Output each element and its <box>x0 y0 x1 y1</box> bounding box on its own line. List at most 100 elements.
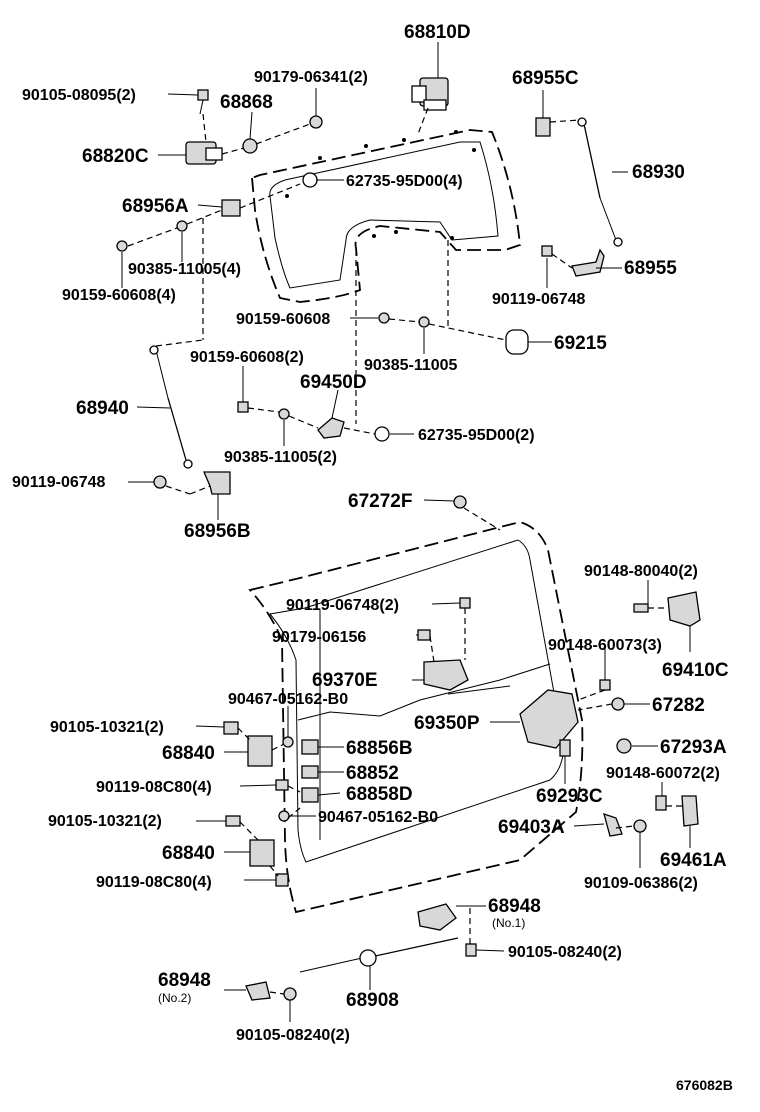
label-68856B: 68856B <box>346 738 413 759</box>
nut-90179-06341-part <box>309 115 323 129</box>
label-68908: 68908 <box>346 990 399 1011</box>
label-62735-4: 62735-95D00(4) <box>346 173 463 190</box>
label-68948-1-sub: (No.1) <box>492 916 525 930</box>
label-90159-4: 90159-60608(4) <box>62 287 176 304</box>
label-68948-1: 68948 <box>488 896 541 917</box>
label-68948-2: 68948 <box>158 970 211 991</box>
label-62735-2: 62735-95D00(2) <box>418 427 535 444</box>
leader-lines <box>121 42 691 1022</box>
label-68820C: 68820C <box>82 146 149 167</box>
bolt-90119-upper-part <box>541 245 553 257</box>
hinge-68840-a-part <box>247 735 273 767</box>
nut-90179-06156-part <box>417 629 431 641</box>
cushion-67282-part <box>611 697 625 711</box>
label-68858D: 68858D <box>346 784 413 805</box>
label-90105-08240-b: 90105-08240(2) <box>236 1027 350 1044</box>
label-69461A: 69461A <box>660 850 727 871</box>
dashed-connections <box>127 107 682 995</box>
label-90105-10321-b: 90105-10321(2) <box>48 813 162 830</box>
bolt-90119-08C80-a-part <box>275 779 289 791</box>
footer-code: 676082B <box>676 1077 733 1093</box>
label-90119-06748-2: 90119-06748(2) <box>286 597 399 614</box>
damper-68908-part <box>299 957 363 973</box>
label-90385-single: 90385-11005 <box>364 357 458 374</box>
label-68940: 68940 <box>76 398 129 419</box>
label-69215: 69215 <box>554 333 607 354</box>
label-68840-a: 68840 <box>162 743 215 764</box>
label-90179-06156: 90179-06156 <box>272 629 366 646</box>
cushion-62735-lower-part <box>374 426 390 442</box>
label-90159-2: 90159-60608(2) <box>190 349 304 366</box>
label-69350P: 69350P <box>414 713 480 734</box>
bracket-68956A-part <box>221 199 241 217</box>
rod-69370E-part <box>447 685 511 695</box>
cushion-68852-part <box>301 765 319 779</box>
bolt-90105-10321-b-part <box>225 815 241 827</box>
bracket-68948-2-part <box>245 981 271 1001</box>
bolt-90159-single-part <box>378 312 390 324</box>
bolt-90159-two-part <box>237 401 249 413</box>
cap-69215-part <box>505 329 529 355</box>
label-90105-08095: 90105-08095(2) <box>22 87 136 104</box>
clip-90467-a-part <box>282 736 294 748</box>
damper-68908-ring-part <box>359 949 377 967</box>
washer-68868-part <box>242 138 258 154</box>
label-67282: 67282 <box>652 695 705 716</box>
strut-68930-part <box>577 117 623 247</box>
label-69410C: 69410C <box>662 660 729 681</box>
label-69370E: 69370E <box>312 670 378 691</box>
bolt-90109-06386-part <box>633 819 647 833</box>
label-69450D: 69450D <box>300 372 367 393</box>
bolt-90159-upper-part <box>116 240 128 252</box>
bracket-69450D-part <box>317 417 345 439</box>
label-90119-08C80-a: 90119-08C80(4) <box>96 779 212 796</box>
label-67272F: 67272F <box>348 491 412 512</box>
label-68868: 68868 <box>220 92 273 113</box>
label-67293A: 67293A <box>660 737 727 758</box>
label-68852: 68852 <box>346 763 399 784</box>
upper-glass-frame <box>251 129 521 303</box>
bolt-90119-06748-2-part <box>459 597 471 609</box>
bolt-90148-60073-part <box>599 679 611 691</box>
label-68955: 68955 <box>624 258 677 279</box>
cushion-67272F-part <box>453 495 467 509</box>
bolt-90105-08240-a-part <box>465 943 477 957</box>
handle-69370E-part <box>423 659 469 691</box>
bolt-90105-08095-part <box>197 89 209 115</box>
label-90119-08C80-b: 90119-08C80(4) <box>96 874 212 891</box>
label-90105-10321-a: 90105-10321(2) <box>50 719 164 736</box>
bracket-68956B-part <box>203 471 231 495</box>
bracket-68948-1-part <box>417 903 457 931</box>
hinge-68820C-part <box>185 141 223 165</box>
cushion-67293A-part <box>616 738 632 754</box>
label-68955C: 68955C <box>512 68 579 89</box>
label-68948-2-sub: (No.2) <box>158 991 191 1005</box>
bracket-69461A-part <box>681 795 699 827</box>
label-90109-06386: 90109-06386(2) <box>584 875 698 892</box>
cushion-68858D-part <box>301 787 319 803</box>
bolt-90119-lower-part <box>153 475 167 489</box>
clip-90467-b-part <box>278 810 290 822</box>
label-90119-b: 90119-06748 <box>12 474 106 491</box>
label-90119-a: 90119-06748 <box>492 291 586 308</box>
label-69293C: 69293C <box>536 786 603 807</box>
label-90148-80040: 90148-80040(2) <box>584 563 698 580</box>
label-68840-b: 68840 <box>162 843 215 864</box>
lock-69350P-part <box>519 689 579 749</box>
label-90467-b: 90467-05162-B0 <box>318 809 438 826</box>
label-90467-a: 90467-05162-B0 <box>228 691 348 708</box>
label-90385-2: 90385-11005(2) <box>224 449 337 466</box>
label-90179-06341: 90179-06341(2) <box>254 69 368 86</box>
bolt-90148-60072-part <box>655 795 667 811</box>
label-69403A: 69403A <box>498 817 565 838</box>
hinge-68840-b-part <box>249 839 275 867</box>
label-68930: 68930 <box>632 162 685 183</box>
clip-90385-two-part <box>278 408 290 420</box>
label-90105-08240-a: 90105-08240(2) <box>508 944 622 961</box>
bracket-69293C-part <box>559 739 571 757</box>
cushion-62735-upper-part <box>302 172 318 188</box>
bracket-69403A-part <box>603 812 623 837</box>
hinge-68810D-part <box>411 77 449 111</box>
label-90159-single: 90159-60608 <box>236 311 330 328</box>
